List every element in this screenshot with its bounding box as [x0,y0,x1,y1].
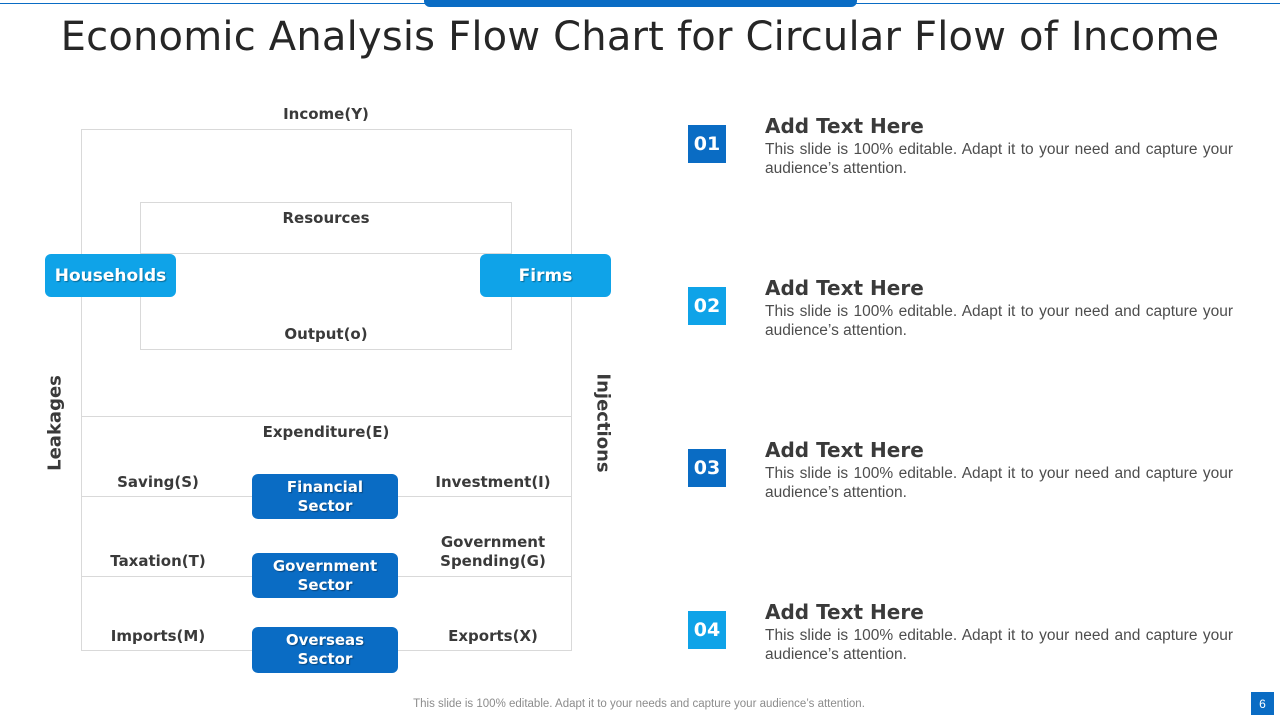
output-label: Output(o) [284,325,368,343]
taxation-label: Taxation(T) [110,552,206,570]
outer-box-top [81,129,572,130]
inner-box-bottom [140,349,512,350]
item-number-badge: 02 [688,287,726,325]
investment-label: Investment(I) [435,473,551,491]
government-spending-label: Government Spending(G) [440,533,546,570]
item-body: This slide is 100% editable. Adapt it to… [765,465,1233,501]
item-number-badge: 01 [688,125,726,163]
item-title: Add Text Here [765,276,924,300]
leakages-label: Leakages [44,375,66,471]
expenditure-line [81,416,572,417]
expenditure-label: Expenditure(E) [262,423,390,441]
item-number-badge: 03 [688,449,726,487]
government-sector-node: Government Sector [252,553,398,598]
imports-label: Imports(M) [110,627,206,645]
item-body: This slide is 100% editable. Adapt it to… [765,141,1233,177]
resources-label: Resources [282,209,370,227]
households-node: Households [45,254,176,297]
overseas-sector-node: Overseas Sector [252,627,398,673]
page-number: 6 [1251,692,1274,715]
saving-label: Saving(S) [117,473,199,491]
firms-node: Firms [480,254,611,297]
circular-flow-diagram: Income(Y) Resources Output(o) Expenditur… [44,105,614,673]
top-accent-bar [424,0,857,7]
outer-box-right [571,129,572,651]
inner-box-top [140,202,512,203]
item-body: This slide is 100% editable. Adapt it to… [765,303,1233,339]
item-title: Add Text Here [765,600,924,624]
exports-label: Exports(X) [448,627,538,645]
inner-box-middle [140,253,512,254]
item-title: Add Text Here [765,438,924,462]
page-title: Economic Analysis Flow Chart for Circula… [60,14,1220,60]
injections-label: Injections [592,373,614,473]
outer-box-left [81,129,82,651]
footer-note: This slide is 100% editable. Adapt it to… [413,698,865,710]
item-number-badge: 04 [688,611,726,649]
item-body: This slide is 100% editable. Adapt it to… [765,627,1233,663]
income-label: Income(Y) [283,105,369,123]
financial-sector-node: Financial Sector [252,474,398,519]
item-title: Add Text Here [765,114,924,138]
